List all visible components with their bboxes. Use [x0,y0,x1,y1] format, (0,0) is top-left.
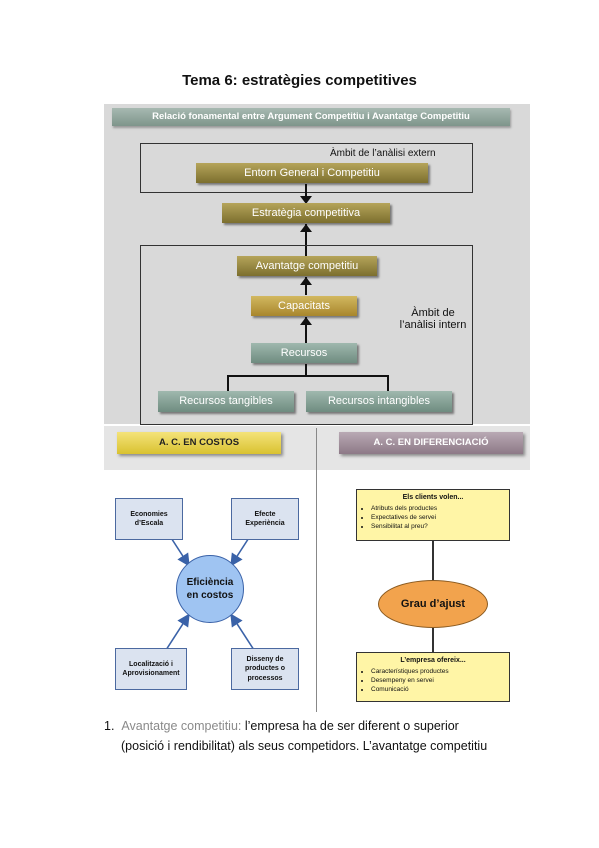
eficiencia-line2: en costos [186,590,234,601]
body-line2: (posició i rendibilitat) als seus compet… [121,739,488,753]
eficiencia-line1: Eficiència [186,577,234,588]
economies-line1: Economies [130,510,168,518]
arrowhead-up-icon [300,224,312,232]
localitzacio-box: Localització i Aprovisionament [115,648,187,690]
entorn-box: Entorn General i Competitiu [196,163,428,183]
empresa-list: Característiques productes Desempeny en … [357,668,509,694]
recursos-intangibles-box: Recursos intangibles [306,391,452,412]
body-paragraph: 1. Avantatge competitiu: l’empresa ha de… [104,716,524,756]
arrowhead-up-icon [300,277,312,285]
intern-label-line1: Àmbit de [411,307,455,319]
efecte-line1: Efecte [254,510,276,518]
divider [316,428,317,712]
intern-frame [140,245,473,425]
tab-diferenciacio: A. C. EN DIFERENCIACIÓ [339,432,523,454]
arrowhead-down-icon [300,196,312,204]
connector-left [227,375,229,391]
list-item: Expectatives de servei [371,514,509,523]
clients-title: Els clients volen... [402,494,464,501]
body-line1-rest: l’empresa ha de ser diferent o superior [241,719,459,733]
intern-label: Àmbit de l’anàlisi intern [398,307,468,331]
efecte-line2: Experiència [245,520,285,527]
arrow-entorn-estrategia [305,184,307,202]
page-title: Tema 6: estratègies competitives [182,72,417,89]
disseny-line1: Disseny de [246,656,284,664]
connector-recursos [305,364,307,376]
clients-list: Atributs dels productes Expectatives de … [357,505,509,531]
arrowhead-up-icon [300,317,312,325]
disseny-line3: processos [247,674,283,682]
connector-horizontal [227,375,389,377]
connector-grau-empresa [432,628,434,652]
list-item: Característiques productes [371,668,509,677]
recursos-tangibles-box: Recursos tangibles [158,391,294,412]
tab-costos: A. C. EN COSTOS [117,432,281,454]
arrow-capacitats-avantatge [305,277,307,295]
connector-right [387,375,389,391]
clients-box: Els clients volen... Atributs dels produ… [356,489,510,541]
disseny-line2: productes o [244,665,286,673]
arrow-estrategia-avantatge [305,224,307,257]
list-item: Desempeny en servei [371,677,509,686]
avantatge-box: Avantatge competitiu [237,256,377,276]
intern-label-line2: l’anàlisi intern [399,319,467,331]
list-item: Comunicació [371,686,509,695]
grau-ajust-ellipse: Grau d’ajust [378,580,488,628]
economies-box: Economies d’Escala [115,498,183,540]
connector-clients-grau [432,541,434,580]
extern-label: Àmbit de l’anàlisi extern [330,148,436,159]
localitzacio-line2: Aprovisionament [122,670,180,677]
estrategia-box: Estratègia competitiva [222,203,390,223]
list-item: Atributs dels productes [371,505,509,514]
eficiencia-circle: Eficiència en costos [176,555,244,623]
term-avantatge: Avantatge competitiu: [121,719,242,733]
empresa-box: L’empresa ofereix... Característiques pr… [356,652,510,702]
diagram-banner: Relació fonamental entre Argument Compet… [112,108,510,126]
capacitats-box: Capacitats [251,296,357,316]
empresa-title: L’empresa ofereix... [400,657,466,664]
recursos-box: Recursos [251,343,357,363]
economies-line2: d’Escala [134,520,164,527]
list-item: Sensibilitat al preu? [371,523,509,532]
list-number: 1. [104,719,115,733]
localitzacio-line1: Localització i [129,660,173,668]
arrow-recursos-capacitats [305,317,307,343]
body-line1: 1. Avantatge competitiu: l’empresa ha de… [104,716,524,736]
